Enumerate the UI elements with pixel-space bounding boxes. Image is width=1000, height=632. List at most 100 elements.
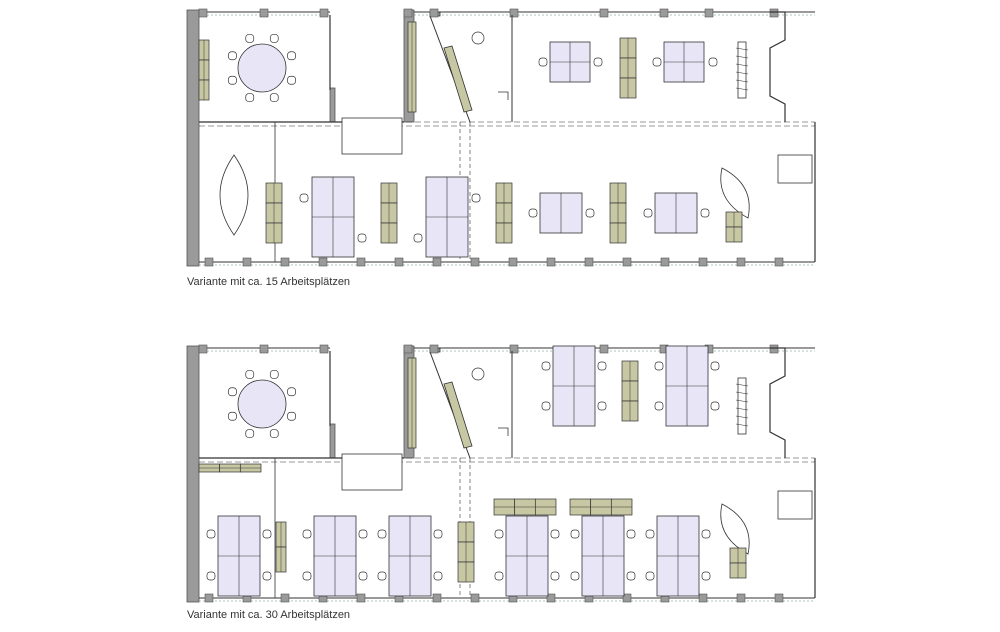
meeting-chair [287, 75, 296, 85]
hanger [735, 415, 749, 419]
column [769, 8, 779, 18]
column [698, 257, 708, 267]
lens-table [720, 503, 750, 555]
chair [570, 571, 580, 581]
column [259, 8, 269, 18]
hanger [735, 79, 749, 83]
column [774, 257, 784, 267]
meeting-chair [245, 429, 255, 438]
column [599, 344, 609, 354]
floor-plan-variant-15 [186, 8, 816, 267]
column [318, 257, 328, 267]
chair [701, 571, 711, 581]
meeting-table [237, 43, 287, 93]
meeting-chair [287, 411, 296, 421]
lens-table [219, 154, 249, 236]
chair [700, 208, 710, 218]
chair [541, 361, 551, 371]
hanger [735, 383, 749, 387]
coat-rack [737, 377, 747, 435]
column [204, 593, 214, 603]
chair [593, 57, 603, 67]
chair [433, 571, 443, 581]
meeting-chair [269, 370, 279, 379]
chair [494, 529, 504, 539]
hanger [735, 63, 749, 67]
meeting-table [237, 379, 287, 429]
chair [570, 529, 580, 539]
meeting-chair [287, 387, 296, 397]
column [584, 257, 594, 267]
column [509, 8, 519, 18]
chair [433, 529, 443, 539]
service-box [777, 490, 813, 520]
column [508, 257, 518, 267]
chair [597, 361, 607, 371]
chair [710, 401, 720, 411]
column [319, 8, 329, 18]
column [242, 257, 252, 267]
chair [358, 571, 368, 581]
chair [550, 529, 560, 539]
column [622, 257, 632, 267]
chair [710, 361, 720, 371]
plan-caption-variant-30: Variante mit ca. 30 Arbeitsplätzen [187, 609, 351, 621]
chair [494, 571, 504, 581]
chair [645, 529, 655, 539]
meeting-chair [228, 51, 237, 61]
chair [645, 571, 655, 581]
meeting-chair [245, 370, 255, 379]
meeting-chair [228, 75, 237, 85]
hanger [735, 407, 749, 411]
slanted-cabinet [443, 381, 473, 449]
meeting-chair [269, 429, 279, 438]
chair [206, 571, 216, 581]
column [259, 344, 269, 354]
hanger [735, 399, 749, 403]
column [704, 8, 714, 18]
column [599, 8, 609, 18]
column [403, 344, 413, 354]
chair [626, 529, 636, 539]
column [280, 593, 290, 603]
column [509, 344, 519, 354]
column [432, 593, 442, 603]
stair-box [341, 453, 403, 491]
column [429, 8, 439, 18]
lens-table [720, 167, 750, 219]
chair [597, 401, 607, 411]
column [204, 257, 214, 267]
column [429, 344, 439, 354]
round-table [471, 367, 485, 381]
column [198, 8, 208, 18]
column [432, 257, 442, 267]
chair [654, 401, 664, 411]
chair [626, 571, 636, 581]
column [659, 8, 669, 18]
chair [302, 571, 312, 581]
meeting-chair [245, 93, 255, 102]
door-swing [498, 427, 509, 436]
hanger [735, 423, 749, 427]
slanted-cabinet [443, 45, 473, 113]
meeting-chair [269, 34, 279, 43]
column [546, 593, 556, 603]
chair [708, 57, 718, 67]
exterior-wall-left [186, 345, 200, 603]
wall-segment [329, 423, 336, 459]
floor-plan-variant-30 [186, 344, 816, 603]
chair [538, 57, 548, 67]
chair [643, 208, 653, 218]
door-swing [498, 91, 509, 100]
column [774, 593, 784, 603]
column [470, 593, 480, 603]
chair [262, 529, 272, 539]
chair [471, 193, 481, 203]
column [394, 257, 404, 267]
column [546, 257, 556, 267]
chair [357, 233, 367, 243]
column [660, 257, 670, 267]
service-box [777, 154, 813, 184]
plan-caption-variant-15: Variante mit ca. 15 Arbeitsplätzen [187, 276, 351, 288]
